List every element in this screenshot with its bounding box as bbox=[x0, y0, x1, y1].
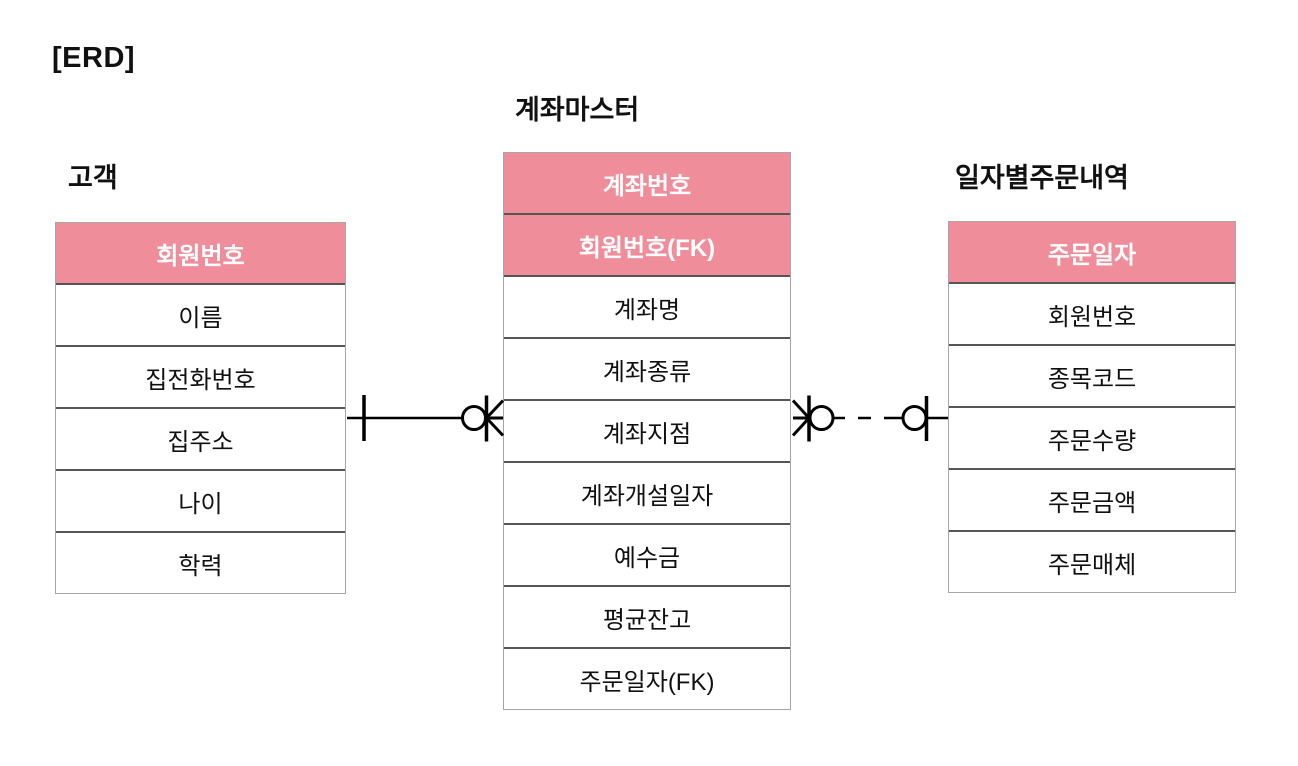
table-row: 집주소 bbox=[56, 409, 345, 471]
relationship-account-orders bbox=[791, 395, 948, 442]
table-row: 종목코드 bbox=[949, 346, 1235, 408]
zero-circle-icon bbox=[901, 405, 928, 431]
table-row: 학력 bbox=[178, 552, 223, 580]
pk-row-group: 주문일자 bbox=[949, 222, 1235, 284]
table-pk-row: 회원번호(FK) bbox=[504, 215, 790, 277]
page-title: [ERD] bbox=[52, 42, 136, 74]
relationship-customer-account bbox=[347, 395, 505, 442]
entity-title-daily-orders: 일자별주문내역 bbox=[955, 163, 1129, 193]
pk-row-group: 회원번호 bbox=[56, 223, 345, 285]
zero-circle-icon bbox=[461, 405, 487, 431]
crow-foot-icon bbox=[791, 399, 811, 437]
entity-title-customer: 고객 bbox=[68, 163, 118, 193]
table-row: 계좌개설일자 bbox=[504, 463, 790, 525]
table-row: 예수금 bbox=[504, 525, 790, 587]
zero-circle-icon bbox=[808, 405, 835, 431]
table-row: 계좌명 bbox=[504, 277, 790, 339]
entity-title-account-master: 계좌마스터 bbox=[515, 95, 640, 125]
table-row: 주문수량 bbox=[949, 408, 1235, 470]
table-row: 주문매체 bbox=[1047, 551, 1137, 579]
table-pk-row: 회원번호 bbox=[56, 223, 345, 285]
crow-foot-icon bbox=[485, 399, 505, 437]
table-row: 계좌지점 bbox=[504, 401, 790, 463]
table-row: 나이 bbox=[56, 471, 345, 533]
table-row: 평균잔고 bbox=[504, 587, 790, 649]
table-row: 계좌종류 bbox=[504, 339, 790, 401]
table-pk-row: 주문일자 bbox=[949, 222, 1235, 284]
table-row: 집전화번호 bbox=[56, 347, 345, 409]
table-row: 이름 bbox=[56, 285, 345, 347]
table-row: 주문금액 bbox=[949, 470, 1235, 532]
table-row: 주문일자(FK) bbox=[579, 668, 715, 696]
table-pk-row: 계좌번호 bbox=[504, 153, 790, 215]
table-row: 회원번호 bbox=[949, 284, 1235, 346]
